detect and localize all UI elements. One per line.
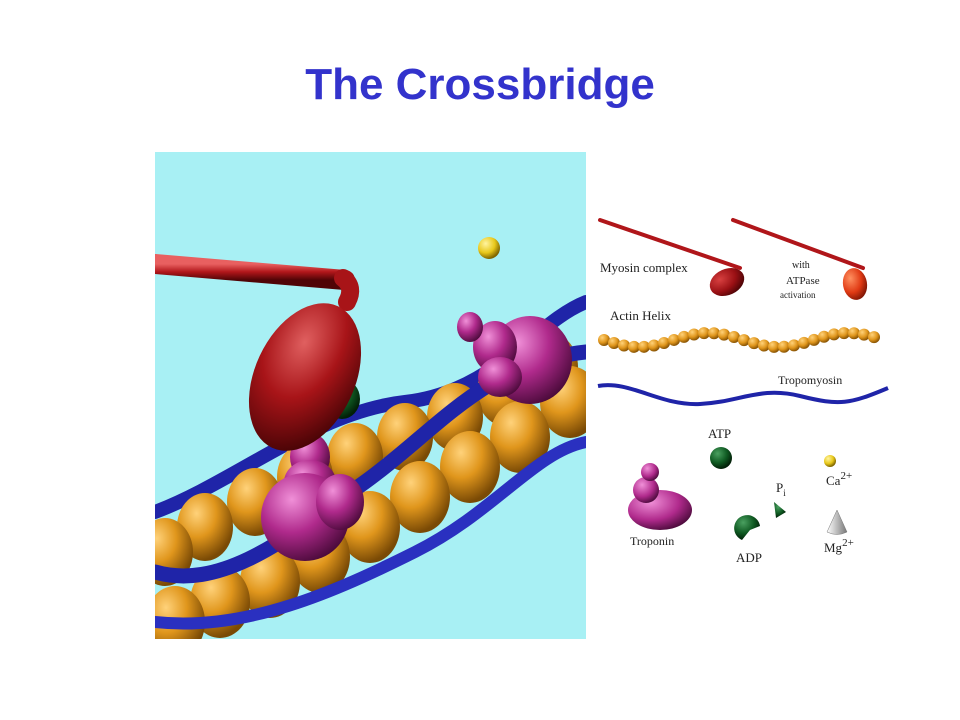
- actin-bead: [738, 334, 750, 347]
- actin-bead: [848, 327, 860, 340]
- svg-text:Ca2+: Ca2+: [826, 470, 852, 488]
- legend-label-adp: ADP: [736, 550, 762, 565]
- actin-bead: [648, 339, 660, 352]
- actin-bead: [678, 330, 690, 343]
- actin-bead: [598, 334, 610, 346]
- legend-label-atp: ATP: [708, 426, 731, 441]
- actin-bead: [688, 328, 700, 341]
- actin-bead: [798, 336, 810, 349]
- page-title: The Crossbridge: [305, 60, 655, 109]
- actin-bead: [698, 327, 710, 340]
- actin-bead: [808, 333, 820, 346]
- legend-troponin: Troponin: [628, 463, 692, 548]
- legend-label-tropomyosin: Tropomyosin: [778, 373, 842, 387]
- actin-bead: [728, 331, 740, 344]
- actin-bead: [758, 339, 770, 352]
- tropomyosin-strand-lower: [155, 436, 586, 630]
- myosin-head: [248, 303, 362, 451]
- legend-label-actin: Actin Helix: [610, 308, 672, 323]
- actin-bead: [838, 327, 850, 340]
- legend-label-with: with: [792, 260, 810, 271]
- legend-label-troponin: Troponin: [630, 534, 674, 548]
- actin-bead: [868, 331, 880, 344]
- actin-bead: [718, 328, 730, 341]
- calcium-ion: [478, 237, 500, 259]
- actin-bead: [668, 333, 680, 346]
- legend-label-activation: activation: [780, 290, 816, 300]
- actin-bead: [828, 328, 840, 341]
- legend-calcium: Ca2+: [824, 455, 852, 488]
- legend-label-myosin: Myosin complex: [600, 260, 688, 275]
- legend-label-atpase: ATPase: [786, 275, 820, 287]
- actin-bead: [788, 339, 800, 352]
- legend-phosphate: Pi: [774, 480, 786, 518]
- legend-myosin-complex: Myosin complex: [598, 218, 745, 297]
- actin-bead: [818, 330, 830, 343]
- actin-bead: [708, 327, 720, 340]
- legend-panel: Myosin complex with ATPase activation Ac…: [597, 218, 889, 565]
- legend-tropomyosin-strand: [597, 383, 889, 407]
- actin-bead: [658, 336, 670, 349]
- crossbridge-scene: [155, 152, 586, 639]
- legend-magnesium: Mg2+: [824, 509, 854, 555]
- actin-bead: [628, 340, 640, 353]
- actin-bead: [858, 328, 870, 341]
- legend-adp: ADP: [734, 515, 762, 565]
- troponin-complex-left: [261, 433, 364, 561]
- myosin-rod: [155, 254, 355, 290]
- svg-text:Pi: Pi: [776, 480, 786, 498]
- actin-bead: [748, 337, 760, 350]
- legend-atp-ball: [710, 447, 732, 469]
- actin-bead: [768, 340, 780, 353]
- svg-text:Mg2+: Mg2+: [824, 537, 854, 555]
- troponin-complex-right: [457, 312, 572, 404]
- actin-bead: [618, 339, 630, 352]
- actin-bead: [778, 340, 790, 353]
- actin-bead: [638, 340, 650, 353]
- legend-actin-helix: [598, 327, 880, 353]
- legend-myosin-atpase: with ATPase activation: [731, 218, 868, 300]
- actin-bead: [608, 337, 620, 350]
